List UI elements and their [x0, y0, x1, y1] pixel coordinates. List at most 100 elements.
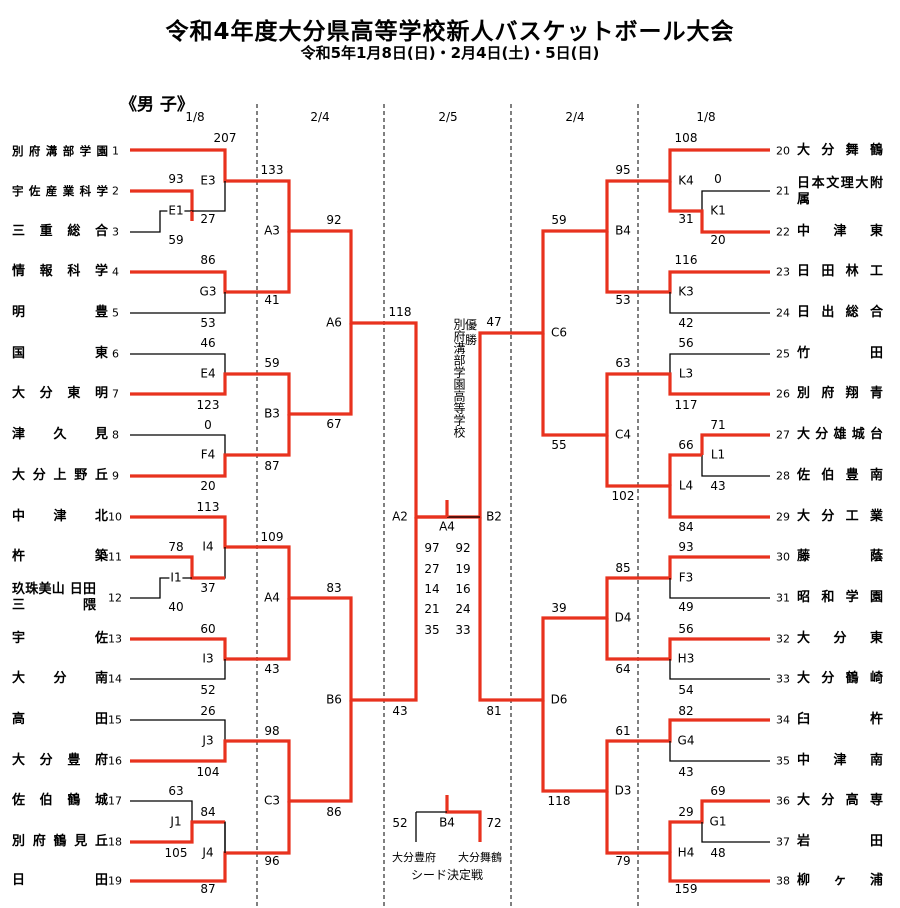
score-right: 118 — [547, 794, 571, 808]
seed-right-26: 26 — [776, 387, 790, 401]
seed-left-18: 18 — [108, 835, 122, 849]
seed-right-38: 38 — [776, 874, 790, 888]
score-right: 29 — [678, 805, 694, 819]
team-right-31: 昭和学園 — [797, 590, 883, 605]
game-label: I3 — [201, 651, 215, 666]
game-label: C3 — [262, 793, 282, 808]
score-left: 133 — [260, 163, 284, 177]
team-right-30: 藤 蔭 — [797, 549, 883, 564]
score-left: 63 — [168, 784, 184, 798]
game-label: E3 — [199, 173, 217, 188]
team-right-21: 日本文理大附 属 — [797, 176, 883, 207]
score-left: 59 — [264, 356, 280, 370]
team-right-34: 臼 杵 — [797, 712, 883, 727]
score-left: 113 — [196, 500, 220, 514]
seed-right-23: 23 — [776, 265, 790, 279]
bracket-line — [701, 190, 770, 211]
seed-right-31: 31 — [776, 591, 790, 605]
bracket-line — [130, 719, 226, 741]
game-label: G1 — [708, 814, 728, 829]
score-right: 84 — [678, 520, 694, 534]
seed-left-8: 8 — [112, 428, 119, 442]
final-score-right: 19 — [455, 562, 471, 576]
score-left: 0 — [204, 418, 212, 432]
score-right: 39 — [551, 601, 567, 615]
game-label: J1 — [169, 814, 183, 829]
game-label: L4 — [677, 478, 695, 493]
game-label: D6 — [549, 692, 569, 707]
team-left-19: 日 田 — [12, 873, 108, 888]
team-left-5: 明 豊 — [12, 305, 108, 320]
bracket-line — [701, 455, 770, 477]
bracket-line — [130, 577, 192, 599]
seed-left-3: 3 — [112, 225, 119, 239]
round-header-right-1: 1/8 — [696, 110, 716, 124]
score-right: 20 — [710, 233, 726, 247]
score-right: 47 — [486, 315, 502, 329]
seed-left-4: 4 — [112, 265, 119, 279]
seed-right-25: 25 — [776, 347, 790, 361]
final-score-right: 16 — [455, 582, 471, 596]
score-left: 118 — [388, 305, 412, 319]
game-label: K3 — [677, 284, 695, 299]
round-header-final: 2/5 — [438, 110, 458, 124]
seed-left-2: 2 — [112, 184, 119, 198]
team-right-32: 大 分 東 — [797, 631, 883, 646]
game-label: D3 — [613, 783, 633, 798]
bracket-line — [669, 578, 770, 599]
score-left: 43 — [264, 662, 280, 676]
game-label: J4 — [201, 845, 215, 860]
winner-path — [700, 433, 770, 455]
score-right: 82 — [678, 704, 694, 718]
bracket-line — [130, 292, 226, 314]
game-label: A4 — [263, 590, 281, 605]
score-left: 20 — [200, 479, 216, 493]
game-label: L1 — [709, 447, 727, 462]
game-label: I1 — [169, 570, 183, 585]
team-right-24: 日出総合 — [797, 305, 883, 320]
seed-right-32: 32 — [776, 632, 790, 646]
score-right: 117 — [674, 398, 698, 412]
game-label: B2 — [485, 509, 503, 524]
bracket-line — [130, 353, 226, 374]
winner-path — [605, 791, 770, 883]
bracket-line — [669, 292, 770, 314]
winner-path — [130, 700, 353, 803]
seed-right-27: 27 — [776, 428, 790, 442]
team-right-26: 別府翔青 — [797, 386, 883, 401]
bracket-line — [701, 822, 770, 843]
seed-left-7: 7 — [112, 387, 119, 401]
seed-right-28: 28 — [776, 469, 790, 483]
score-left: 67 — [326, 417, 342, 431]
score-left: 52 — [200, 683, 216, 697]
game-label: I4 — [201, 539, 215, 554]
score-right: 95 — [615, 163, 631, 177]
seed-left-6: 6 — [112, 347, 119, 361]
game-label: H4 — [676, 845, 696, 860]
division-label: 《男 子》 — [120, 95, 194, 115]
team-left-12: 玖珠美山 日田三隈 — [12, 582, 96, 613]
score-left: 60 — [200, 622, 216, 636]
round-header-left-2: 2/4 — [310, 110, 330, 124]
bracket-line — [669, 353, 770, 374]
team-right-36: 大分高専 — [797, 793, 883, 808]
game-label: D4 — [613, 610, 633, 625]
score-left: 41 — [264, 293, 280, 307]
winner-path — [541, 700, 770, 793]
score-right: 56 — [678, 622, 694, 636]
score-right: 42 — [678, 316, 694, 330]
score-left: 92 — [326, 213, 342, 227]
score-left: 123 — [196, 398, 220, 412]
team-left-15: 高 田 — [12, 712, 108, 727]
winner-path — [668, 181, 770, 234]
game-label: H3 — [676, 651, 696, 666]
game-label: K1 — [709, 203, 727, 218]
score-left: 87 — [264, 459, 280, 473]
score-right: 59 — [551, 213, 567, 227]
score-left: 26 — [200, 704, 216, 718]
seed-right-34: 34 — [776, 713, 790, 727]
page-title: 令和4年度大分県高等学校新人バスケットボール大会 — [165, 19, 735, 45]
seed-right-35: 35 — [776, 754, 790, 768]
winner-path — [541, 333, 770, 437]
final-score-right: 92 — [455, 541, 471, 555]
